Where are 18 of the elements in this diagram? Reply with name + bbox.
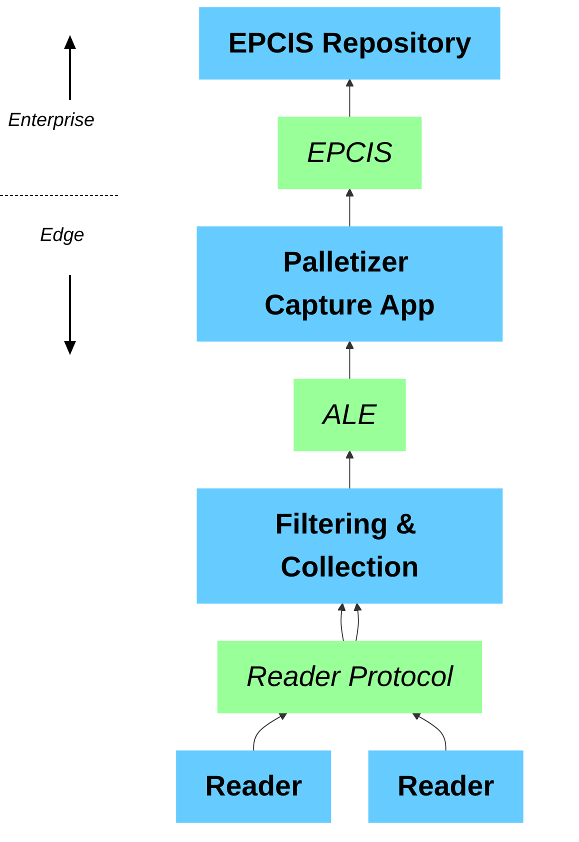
arrow [353,602,362,642]
arrow [252,712,288,752]
node-box: Reader [176,750,331,823]
node-box: EPCIS Repository [198,7,500,80]
arrow [345,188,354,228]
node-box: Reader Protocol [217,640,482,714]
node-box: Filtering & Collection [196,488,502,604]
node-box: Palletizer Capture App [196,226,502,342]
node-box: ALE [293,378,406,452]
zone-label: Edge [40,225,84,247]
node-box: Reader [368,750,524,823]
arrow [345,340,354,380]
arrow [337,602,346,642]
arrow [345,78,354,118]
arrow [345,450,354,490]
arrow [412,712,446,752]
node-box: EPCIS [278,116,422,190]
zone-label: Enterprise [8,110,95,132]
